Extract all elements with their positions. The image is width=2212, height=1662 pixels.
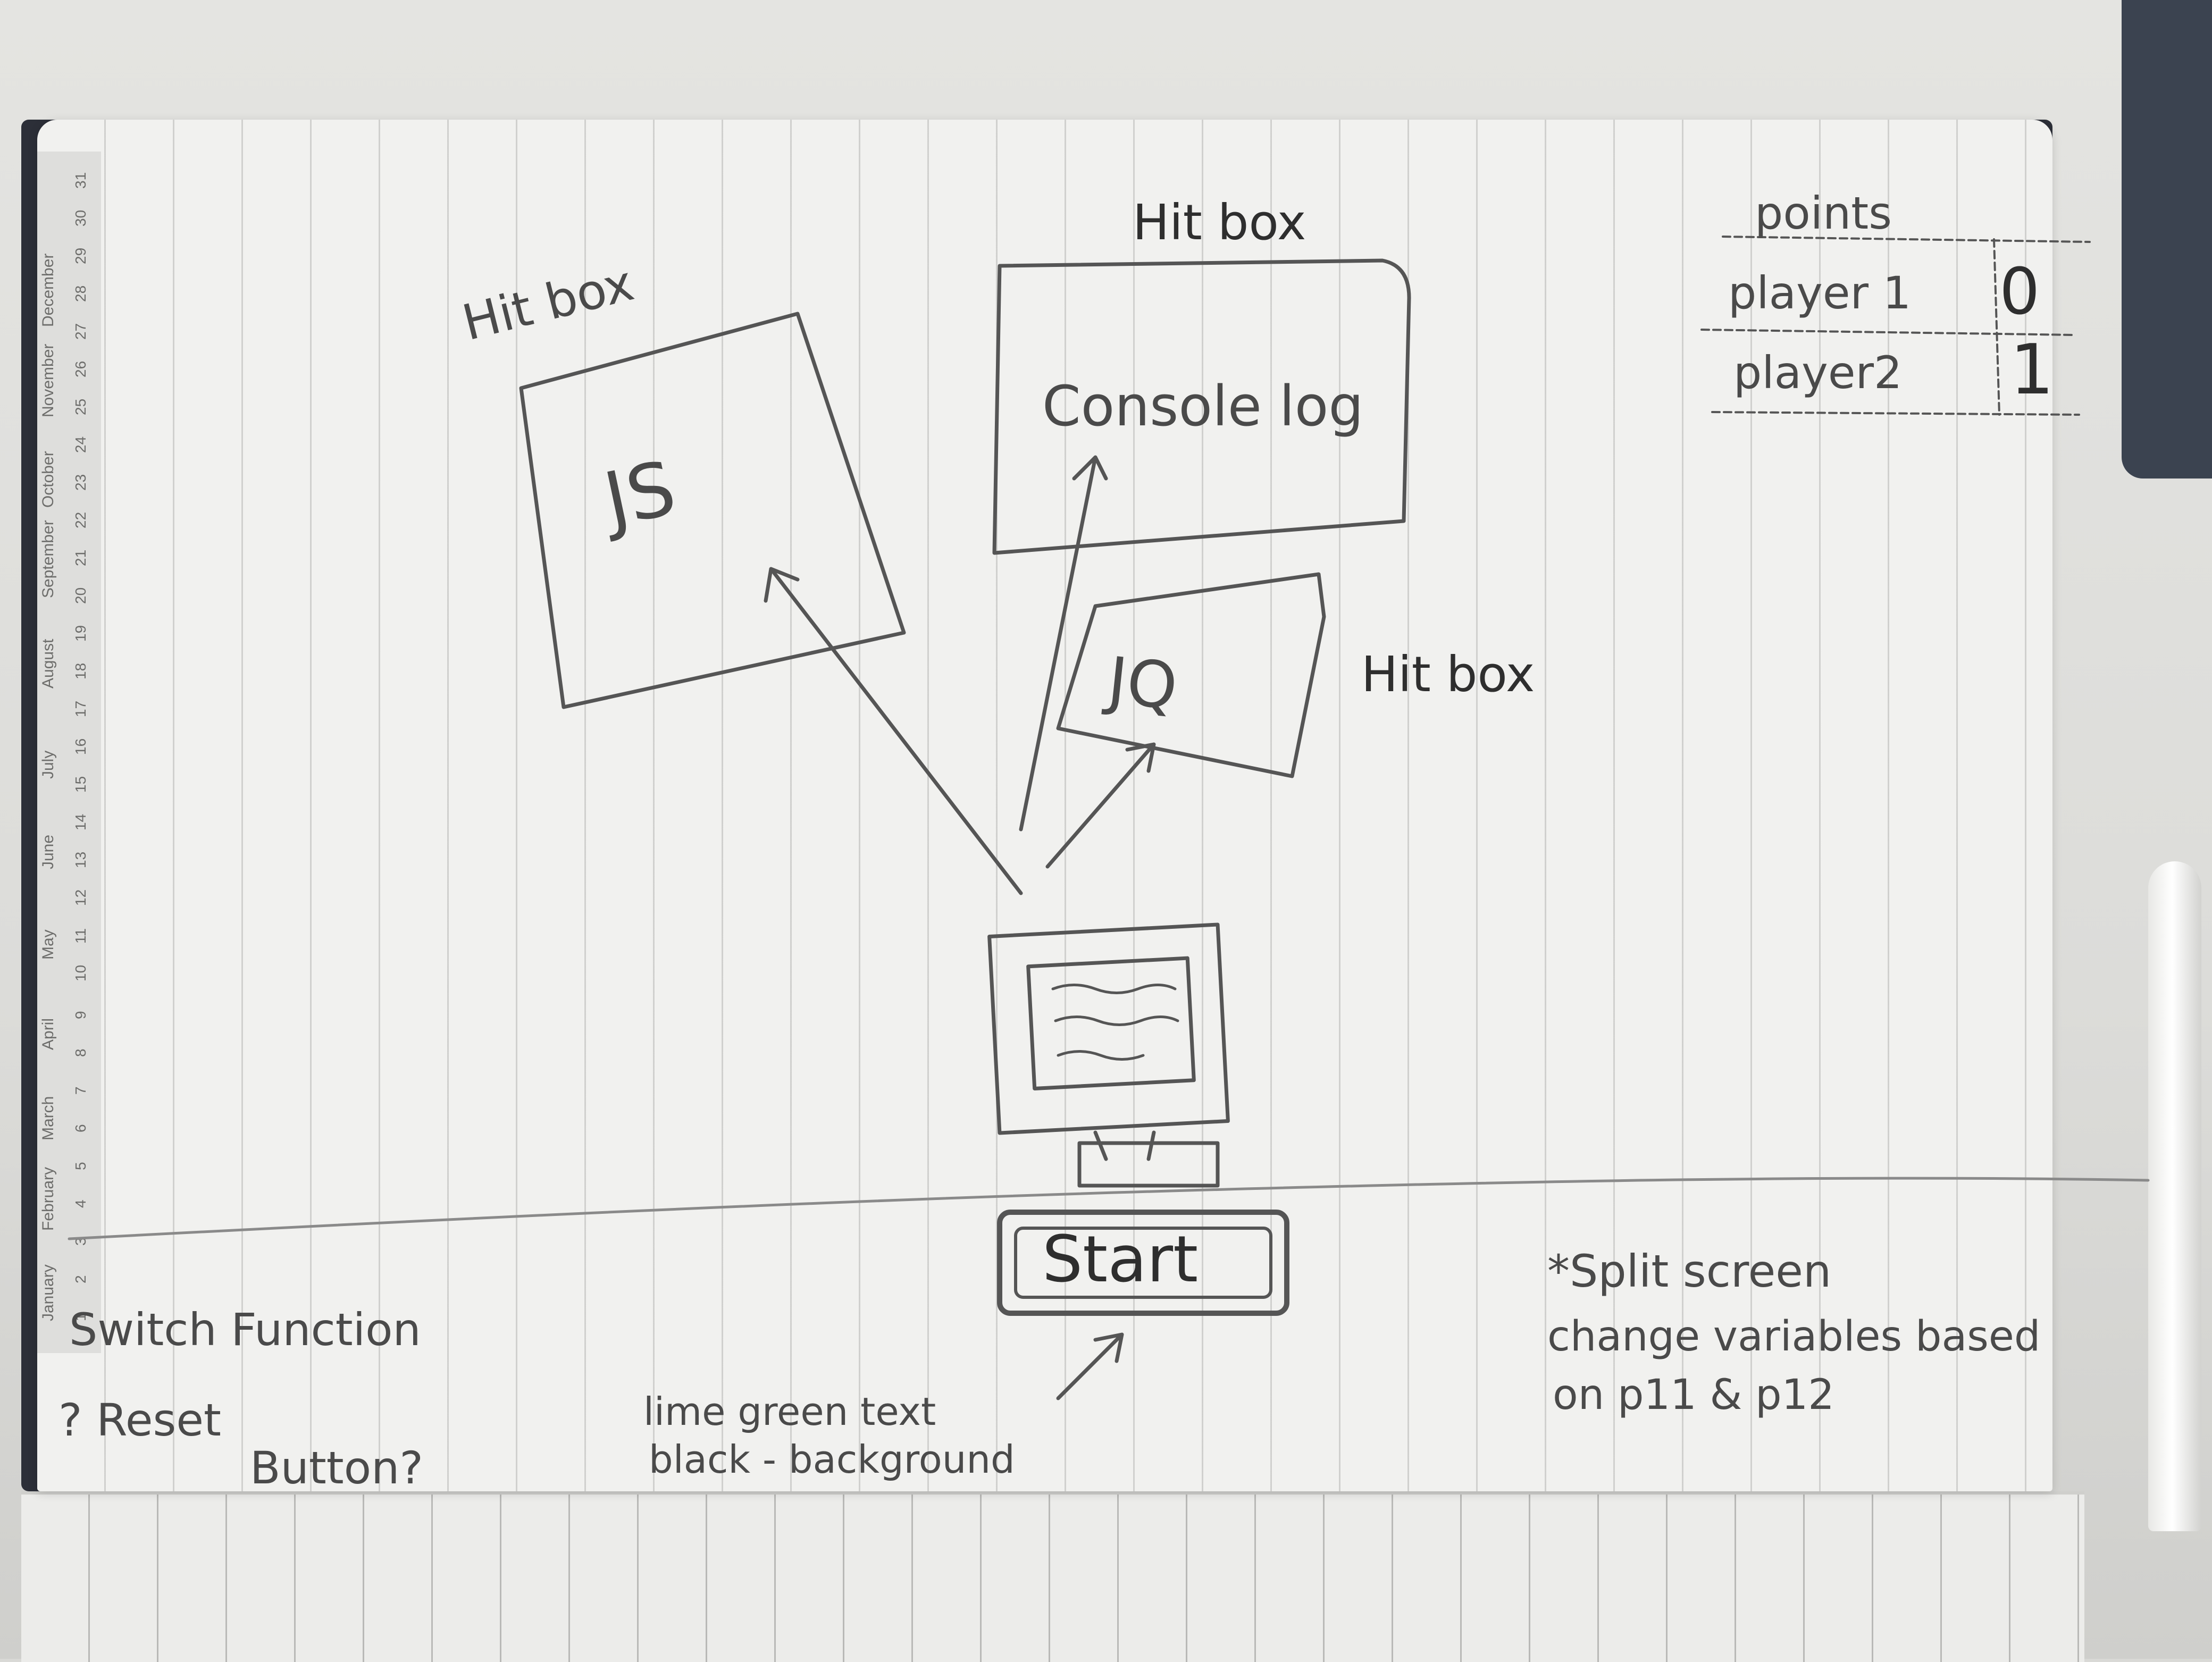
start-button-outline bbox=[997, 1210, 1289, 1316]
player2-label: player2 bbox=[1733, 347, 1903, 399]
arrow-to-start bbox=[1056, 1332, 1124, 1400]
laptop-edge bbox=[2122, 0, 2212, 479]
jq-hitbox-caption: Hit box bbox=[1361, 646, 1535, 703]
console-hitbox bbox=[992, 258, 1411, 555]
js-label: JS bbox=[593, 445, 683, 545]
pen bbox=[2148, 861, 2201, 1531]
console-log-label: Console log bbox=[1042, 374, 1363, 439]
monitor-neck bbox=[1093, 1130, 1156, 1161]
js-hitbox bbox=[519, 312, 906, 709]
split-screen-note-line1: *Split screen bbox=[1547, 1245, 1831, 1297]
console-hitbox-caption: Hit box bbox=[1133, 194, 1306, 251]
split-screen-note-line3: on p11 & p12 bbox=[1553, 1371, 1834, 1419]
screen-scribble bbox=[1051, 984, 1179, 1061]
player2-score: 1 bbox=[2010, 329, 2054, 410]
horizon-line bbox=[68, 1177, 2150, 1240]
player1-score: 0 bbox=[1999, 255, 2040, 329]
reset-button-note-line1: ? Reset bbox=[58, 1394, 221, 1446]
points-table-lines bbox=[1700, 236, 2091, 416]
points-table-divider bbox=[1993, 238, 2000, 416]
jq-hitbox bbox=[1056, 572, 1326, 778]
js-hitbox-caption: Hit box bbox=[457, 255, 639, 352]
ruled-lines bbox=[37, 120, 2052, 1491]
split-screen-note-line2: change variables based bbox=[1547, 1313, 2040, 1361]
monitor-base bbox=[1077, 1141, 1220, 1188]
style-note-line1: lime green text bbox=[643, 1389, 936, 1434]
start-button-label[interactable]: Start bbox=[1042, 1223, 1198, 1297]
points-title: points bbox=[1755, 187, 1892, 239]
notebook-page: JanuaryFebruaryMarchAprilMayJuneJulyAugu… bbox=[37, 120, 2052, 1491]
player1-label: player 1 bbox=[1728, 267, 1911, 319]
style-note-line2: black - background bbox=[649, 1437, 1015, 1482]
arrow-to-console bbox=[1019, 455, 1108, 832]
switch-function-note: Switch Function bbox=[69, 1304, 421, 1356]
start-button-inner bbox=[1014, 1227, 1272, 1299]
monitor-screen bbox=[1026, 956, 1196, 1090]
arrow-to-js bbox=[764, 567, 1023, 895]
jq-label: JQ bbox=[1101, 643, 1181, 725]
calendar-strip: JanuaryFebruaryMarchAprilMayJuneJulyAugu… bbox=[37, 152, 101, 1353]
monitor-outline bbox=[987, 922, 1230, 1135]
lower-notebook-page bbox=[21, 1491, 2084, 1662]
arrow-to-jq bbox=[1045, 742, 1156, 869]
reset-button-note-line2: Button? bbox=[250, 1442, 423, 1494]
